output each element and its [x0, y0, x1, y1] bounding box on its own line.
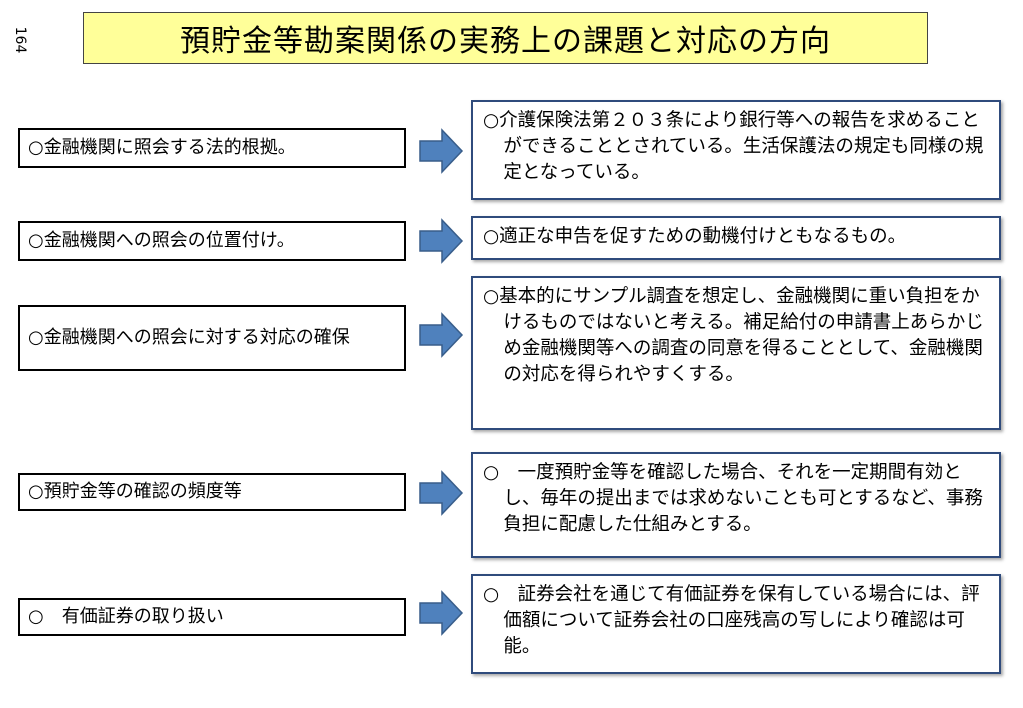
page-number: 164 — [12, 26, 28, 54]
response-box-frequency: ○ 一度預貯金等を確認した場合、それを一定期間有効とし、毎年の提出までは求めない… — [471, 452, 1001, 558]
issue-box-positioning: ○金融機関への照会の位置付け。 — [18, 221, 406, 261]
response-text: ○適正な申告を促すための動機付けともなるもの。 — [483, 226, 907, 247]
response-box-securities: ○ 証券会社を通じて有価証券を保有している場合には、評価額について証券会社の口座… — [471, 574, 1001, 674]
response-box-positioning: ○適正な申告を促すための動機付けともなるもの。 — [471, 216, 1001, 260]
right-arrow-icon — [419, 590, 464, 636]
response-text: ○基本的にサンプル調査を想定し、金融機関に重い負担をかけるものではないと考える。… — [483, 286, 984, 385]
response-text: ○介護保険法第２０３条により銀行等への報告を求めることができることとされている。… — [483, 110, 984, 183]
response-box-ensure-response: ○基本的にサンプル調査を想定し、金融機関に重い負担をかけるものではないと考える。… — [471, 276, 1001, 430]
right-arrow-icon — [419, 128, 464, 174]
page-title: 預貯金等勘案関係の実務上の課題と対応の方向 — [83, 12, 928, 64]
issue-text: ○預貯金等の確認の頻度等 — [28, 481, 242, 502]
issue-box-legal-basis: ○金融機関に照会する法的根拠。 — [18, 128, 406, 168]
issue-box-securities: ○ 有価証券の取り扱い — [18, 598, 406, 636]
right-arrow-icon — [419, 470, 464, 516]
right-arrow-icon — [419, 218, 464, 264]
issue-text: ○金融機関への照会に対する対応の確保 — [28, 327, 350, 348]
response-text: ○ 一度預貯金等を確認した場合、それを一定期間有効とし、毎年の提出までは求めない… — [483, 462, 983, 535]
issue-text: ○金融機関への照会の位置付け。 — [28, 230, 295, 251]
right-arrow-icon — [419, 312, 464, 358]
issue-text: ○金融機関に照会する法的根拠。 — [28, 137, 296, 158]
issue-box-frequency: ○預貯金等の確認の頻度等 — [18, 473, 406, 511]
issue-box-ensure-response: ○金融機関への照会に対する対応の確保 — [18, 305, 406, 371]
response-box-legal-basis: ○介護保険法第２０３条により銀行等への報告を求めることができることとされている。… — [471, 100, 1001, 200]
response-text: ○ 証券会社を通じて有価証券を保有している場合には、評価額について証券会社の口座… — [483, 584, 980, 657]
issue-text: ○ 有価証券の取り扱い — [28, 606, 224, 627]
